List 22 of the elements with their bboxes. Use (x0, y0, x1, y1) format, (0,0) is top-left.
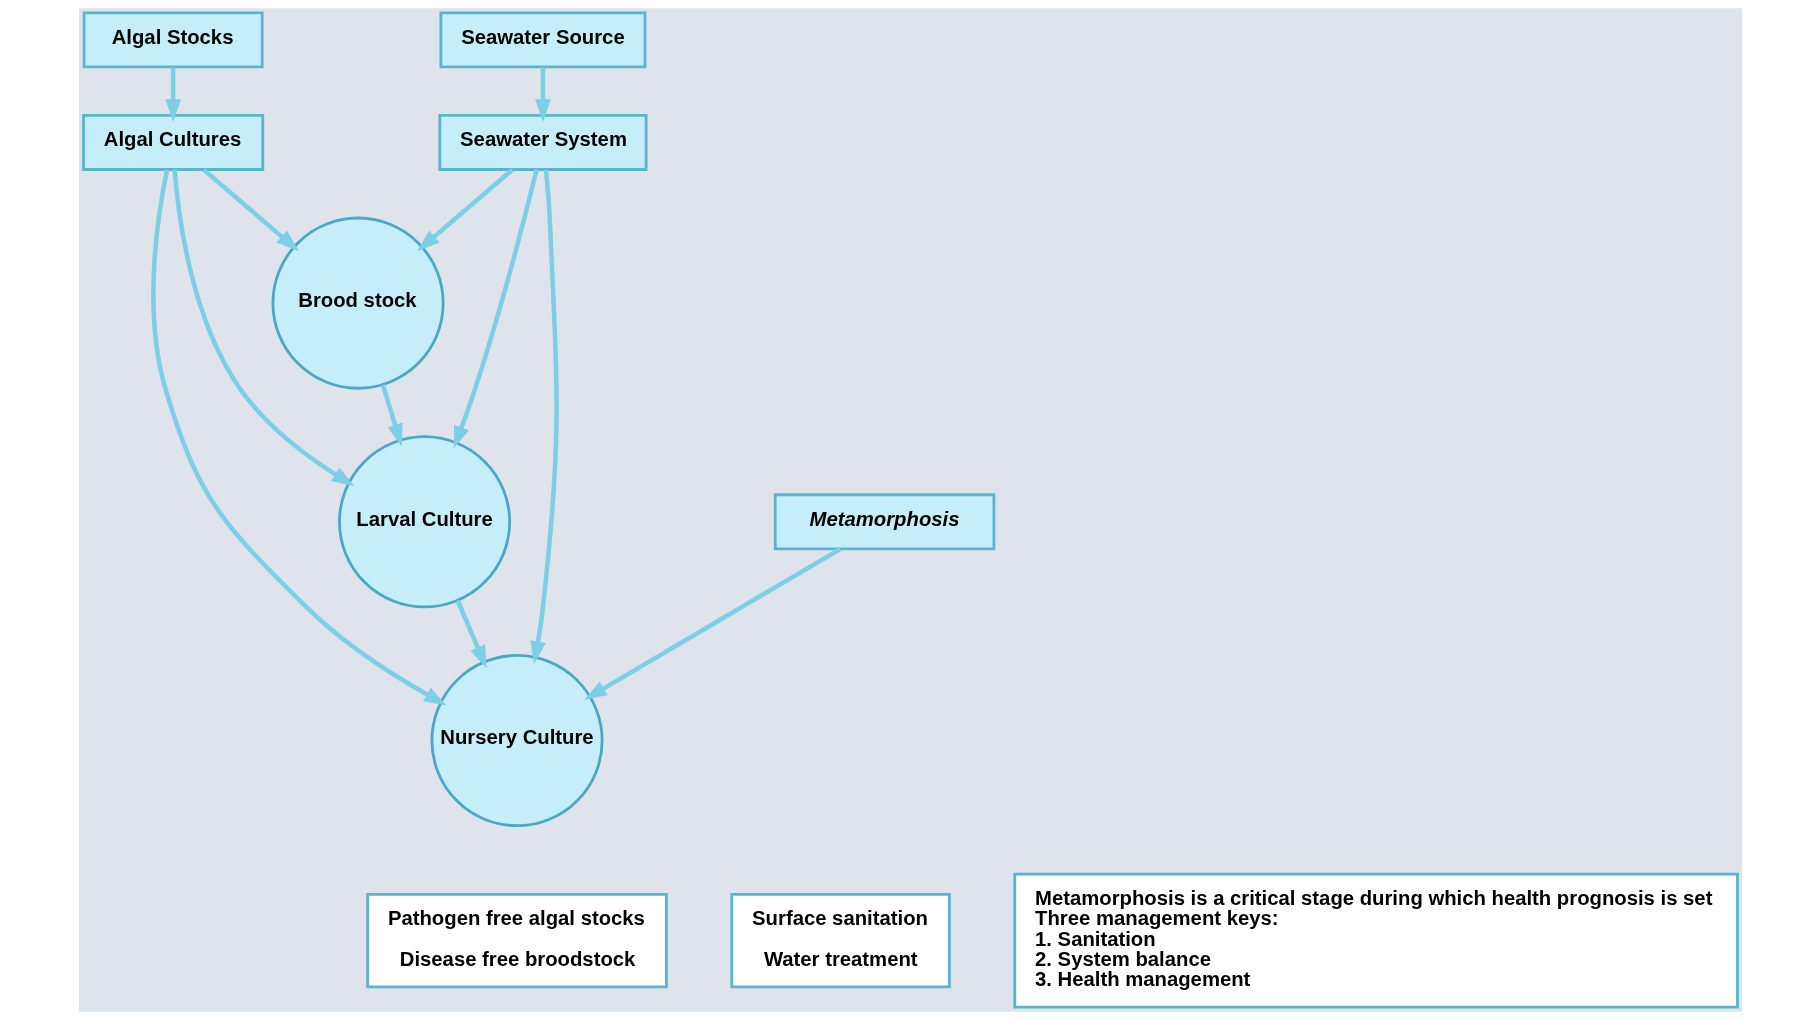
node-box: Metamorphosis (773, 493, 995, 551)
arrow (455, 599, 487, 669)
arrow (453, 169, 539, 449)
arrow (164, 67, 181, 122)
node-box: Algal Stocks (82, 11, 264, 69)
arrow (150, 169, 447, 706)
node-box: Seawater System (437, 114, 647, 171)
arrow (416, 168, 514, 252)
arrow (171, 169, 354, 487)
node-box: Metamorphosis is a critical stage during which health prognosis is set Three management keys: 1. Sanitation 2. System balance 3. Health management (1012, 872, 1739, 1009)
arrow (380, 384, 403, 447)
arrow (583, 547, 841, 700)
arrow (529, 169, 559, 664)
node-box: Algal Cultures (81, 114, 264, 171)
node-box: Surface sanitation Water treatment (729, 893, 951, 989)
node-box: Pathogen free algal stocks Disease free broodstock (365, 893, 668, 989)
arrow (534, 67, 551, 122)
node-circle: Larval Culture (337, 435, 511, 609)
arrow (201, 168, 299, 252)
node-circle: Nursery Culture (429, 654, 604, 828)
node-circle: Brood stock (271, 216, 445, 390)
node-box: Seawater Source (439, 11, 646, 69)
